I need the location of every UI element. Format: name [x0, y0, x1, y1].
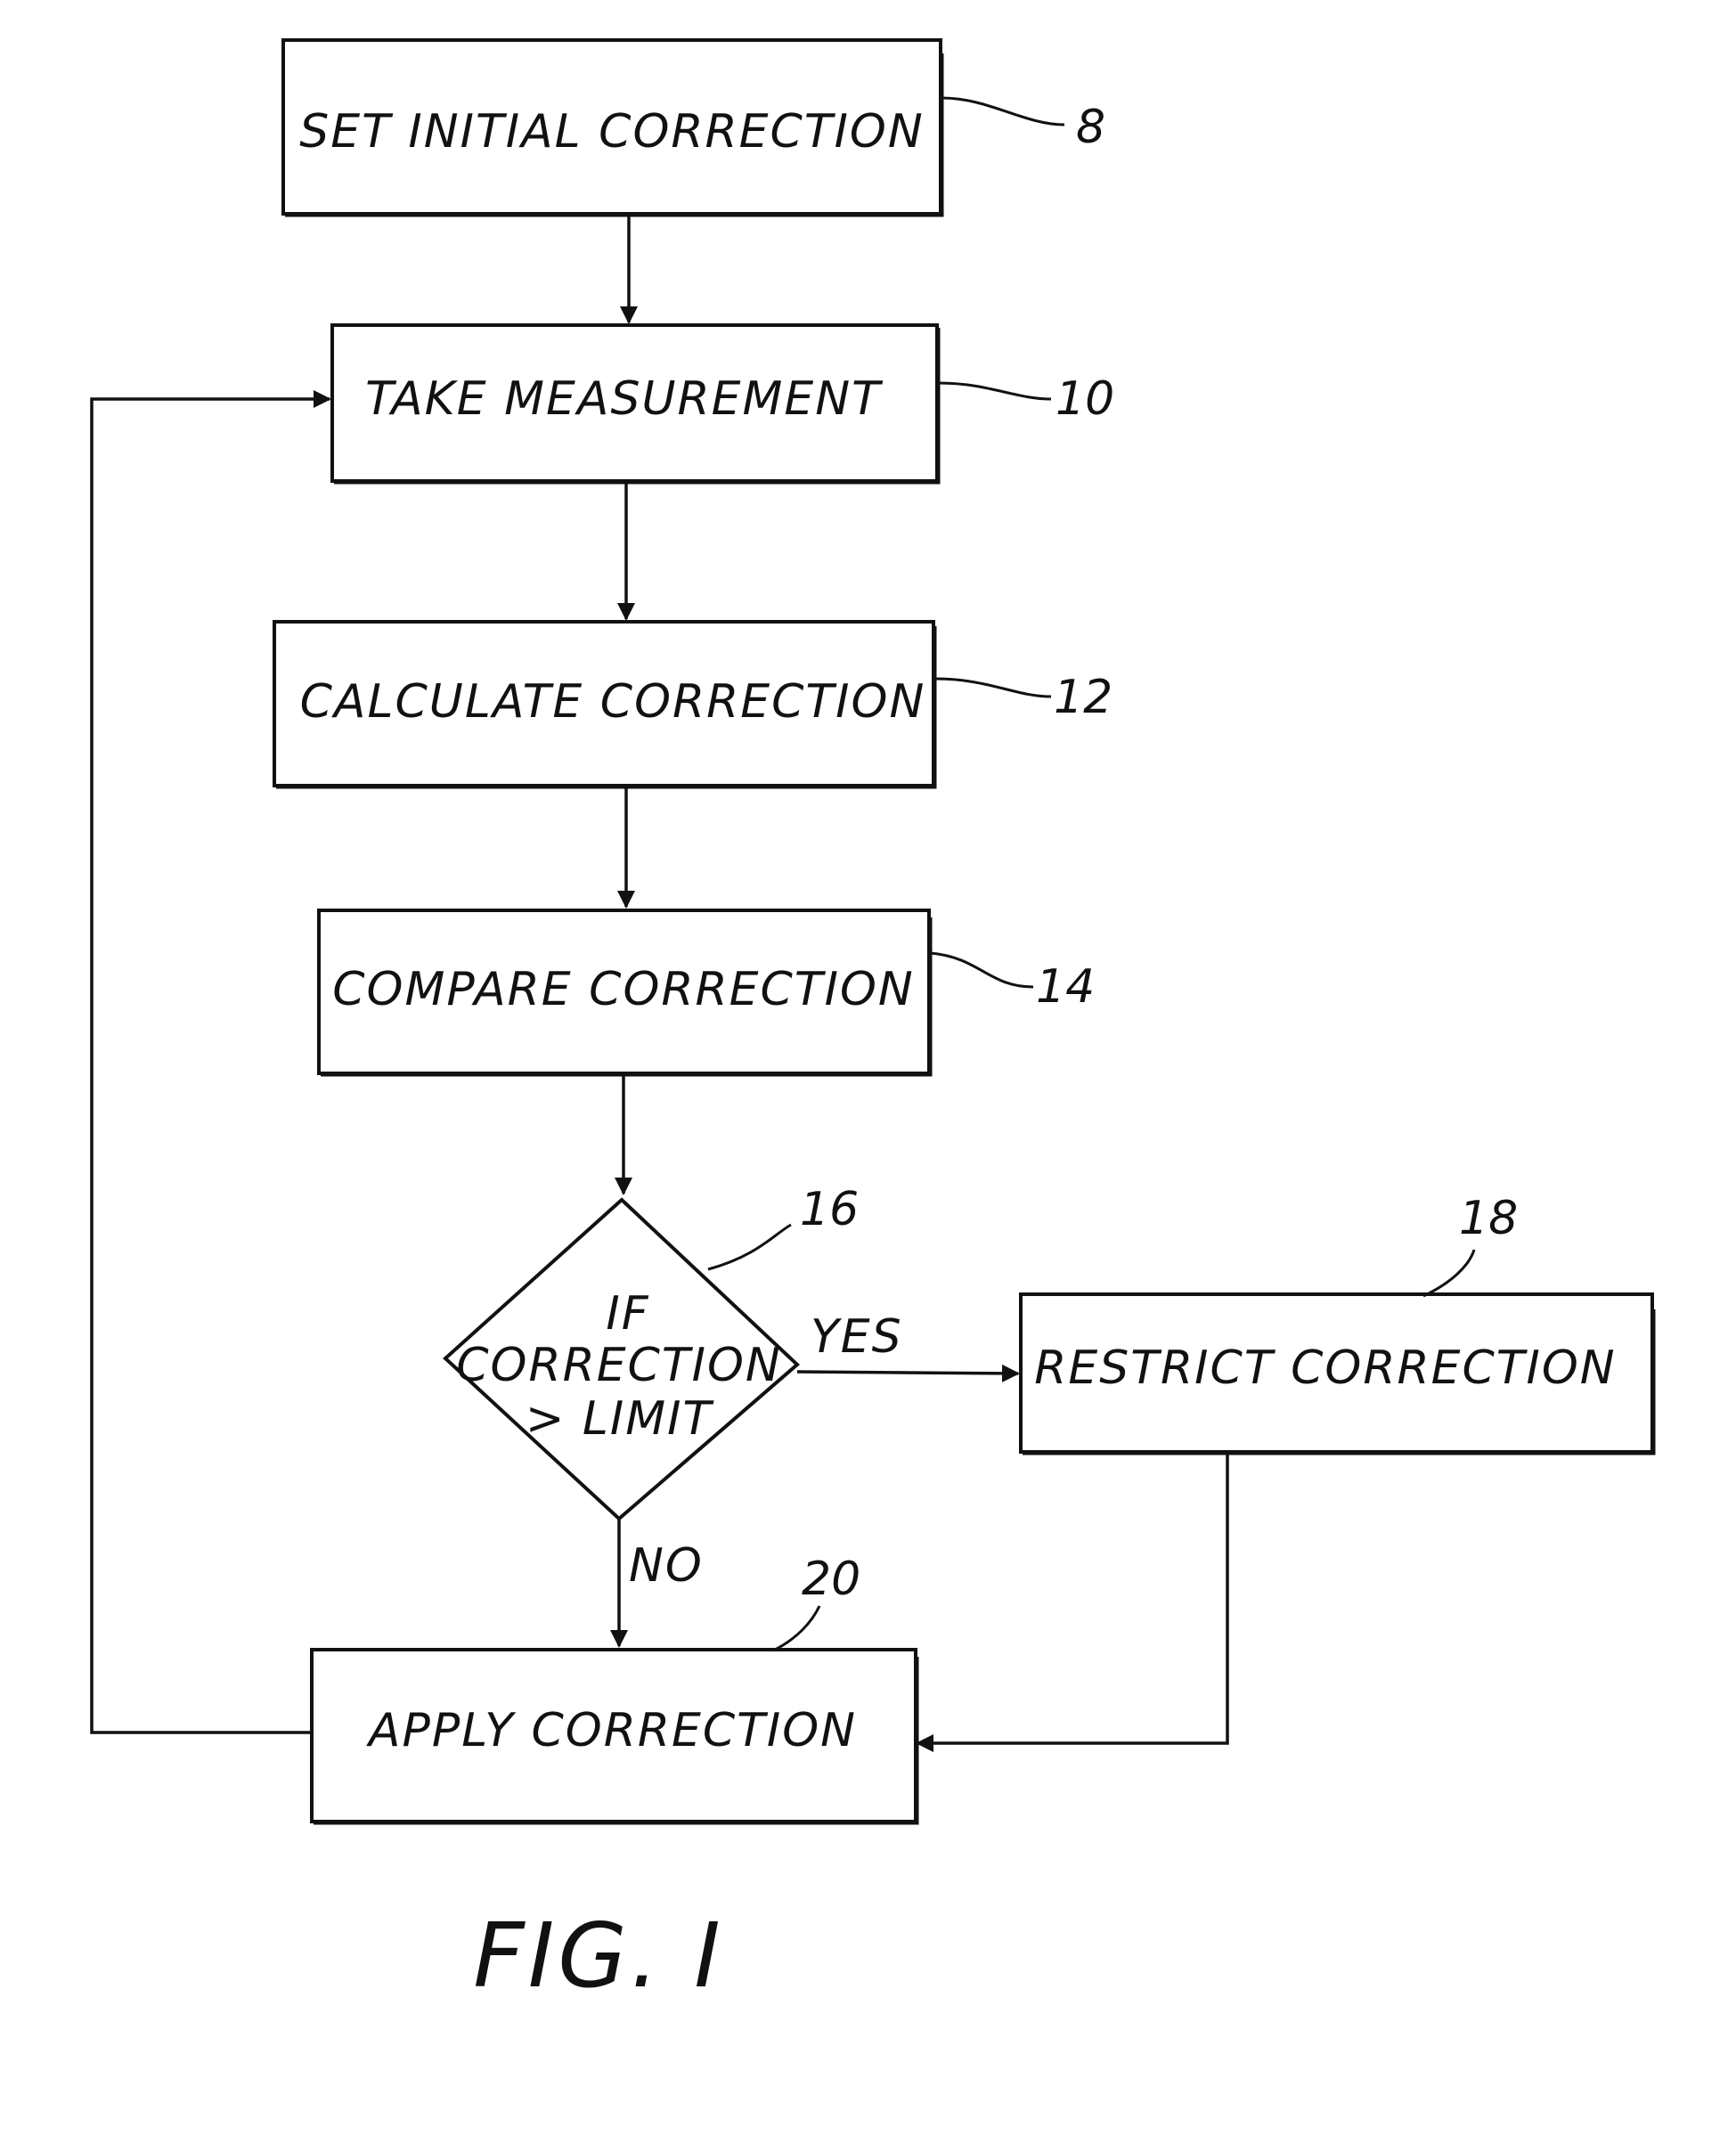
step-take-measurement-label: TAKE MEASUREMENT [365, 372, 884, 426]
step-take-measurement: TAKE MEASUREMENT [332, 325, 937, 481]
decision-line-1: IF [606, 1287, 649, 1341]
branch-no-label: NO [629, 1539, 704, 1593]
figure-caption: FIG. I [473, 1904, 724, 2008]
step-restrict-correction: RESTRICT CORRECTION [1021, 1294, 1652, 1452]
step-compare-correction-label: COMPARE CORRECTION [332, 963, 915, 1016]
decision-line-2: CORRECTION [456, 1339, 782, 1392]
ref-20: 20 [802, 1553, 860, 1606]
ref-14: 14 [1036, 960, 1095, 1014]
arrow-feedback-20-to-10 [92, 399, 330, 1732]
step-compare-correction: COMPARE CORRECTION [319, 910, 929, 1073]
step-set-initial-correction-label: SET INITIAL CORRECTION [299, 105, 925, 159]
decision-line-3: > LIMIT [526, 1392, 715, 1446]
step-restrict-correction-label: RESTRICT CORRECTION [1034, 1341, 1616, 1395]
ref-12: 12 [1054, 671, 1113, 724]
branch-yes-label: YES [811, 1310, 903, 1364]
step-apply-correction-label: APPLY CORRECTION [366, 1704, 857, 1757]
step-set-initial-correction: SET INITIAL CORRECTION [283, 40, 941, 214]
step-apply-correction: APPLY CORRECTION [312, 1650, 916, 1822]
step-calculate-correction-label: CALCULATE CORRECTION [300, 675, 926, 729]
arrow-18-to-20 [917, 1452, 1227, 1743]
arrow-yes-to-18 [797, 1372, 1018, 1374]
ref-10: 10 [1055, 372, 1114, 426]
step-calculate-correction: CALCULATE CORRECTION [274, 622, 933, 786]
ref-8: 8 [1076, 101, 1105, 154]
ref-16: 16 [800, 1183, 859, 1236]
decision-correction-exceeds-limit: IF CORRECTION > LIMIT [445, 1200, 797, 1519]
ref-18: 18 [1459, 1192, 1518, 1245]
